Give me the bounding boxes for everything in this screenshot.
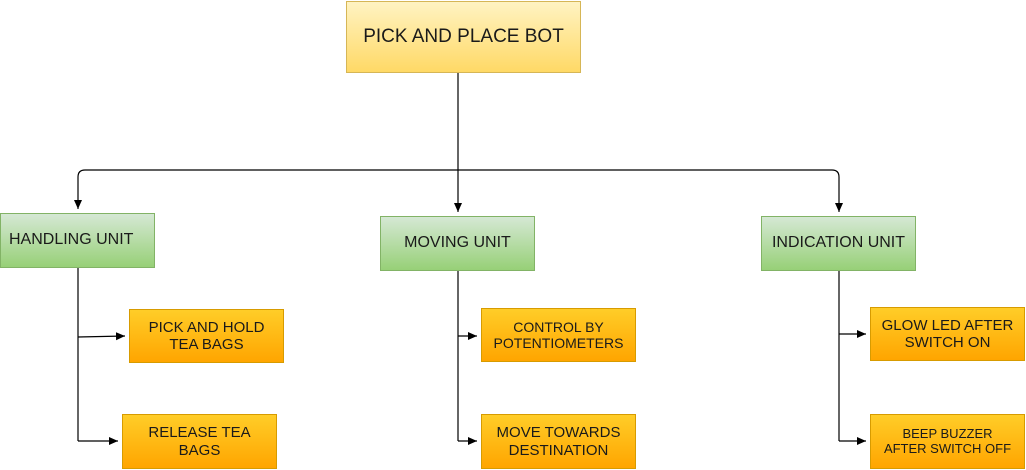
task-label: CONTROL BY POTENTIOMETERS (493, 318, 624, 351)
task-label: MOVE TOWARDS DESTINATION (496, 424, 621, 459)
connector-bus-right (458, 169, 843, 212)
connector-handling-task1 (77, 332, 126, 341)
indication-unit-node: INDICATION UNIT (761, 216, 916, 271)
root-node: PICK AND PLACE BOT (346, 1, 581, 73)
task-label: GLOW LED AFTER SWITCH ON (881, 316, 1014, 351)
task-move-towards-destination: MOVE TOWARDS DESTINATION (481, 414, 636, 469)
handling-unit-label: HANDLING UNIT (9, 231, 134, 249)
task-label: PICK AND HOLD TEA BAGS (148, 318, 265, 353)
task-control-by-potentiometers: CONTROL BY POTENTIOMETERS (481, 308, 636, 362)
task-beep-buzzer: BEEP BUZZER AFTER SWITCH OFF (870, 414, 1025, 469)
task-label: RELEASE TEA BAGS (148, 424, 251, 459)
indication-unit-label: INDICATION UNIT (771, 234, 906, 252)
task-pick-and-hold: PICK AND HOLD TEA BAGS (129, 309, 284, 363)
task-label: BEEP BUZZER AFTER SWITCH OFF (883, 425, 1012, 456)
moving-unit-label: MOVING UNIT (404, 234, 511, 252)
connector-bus-left (74, 169, 458, 209)
handling-unit-node: HANDLING UNIT (0, 213, 155, 268)
moving-unit-node: MOVING UNIT (380, 216, 535, 271)
root-label: PICK AND PLACE BOT (363, 26, 564, 48)
task-glow-led: GLOW LED AFTER SWITCH ON (870, 307, 1025, 361)
task-release-tea-bags: RELEASE TEA BAGS (122, 414, 277, 469)
